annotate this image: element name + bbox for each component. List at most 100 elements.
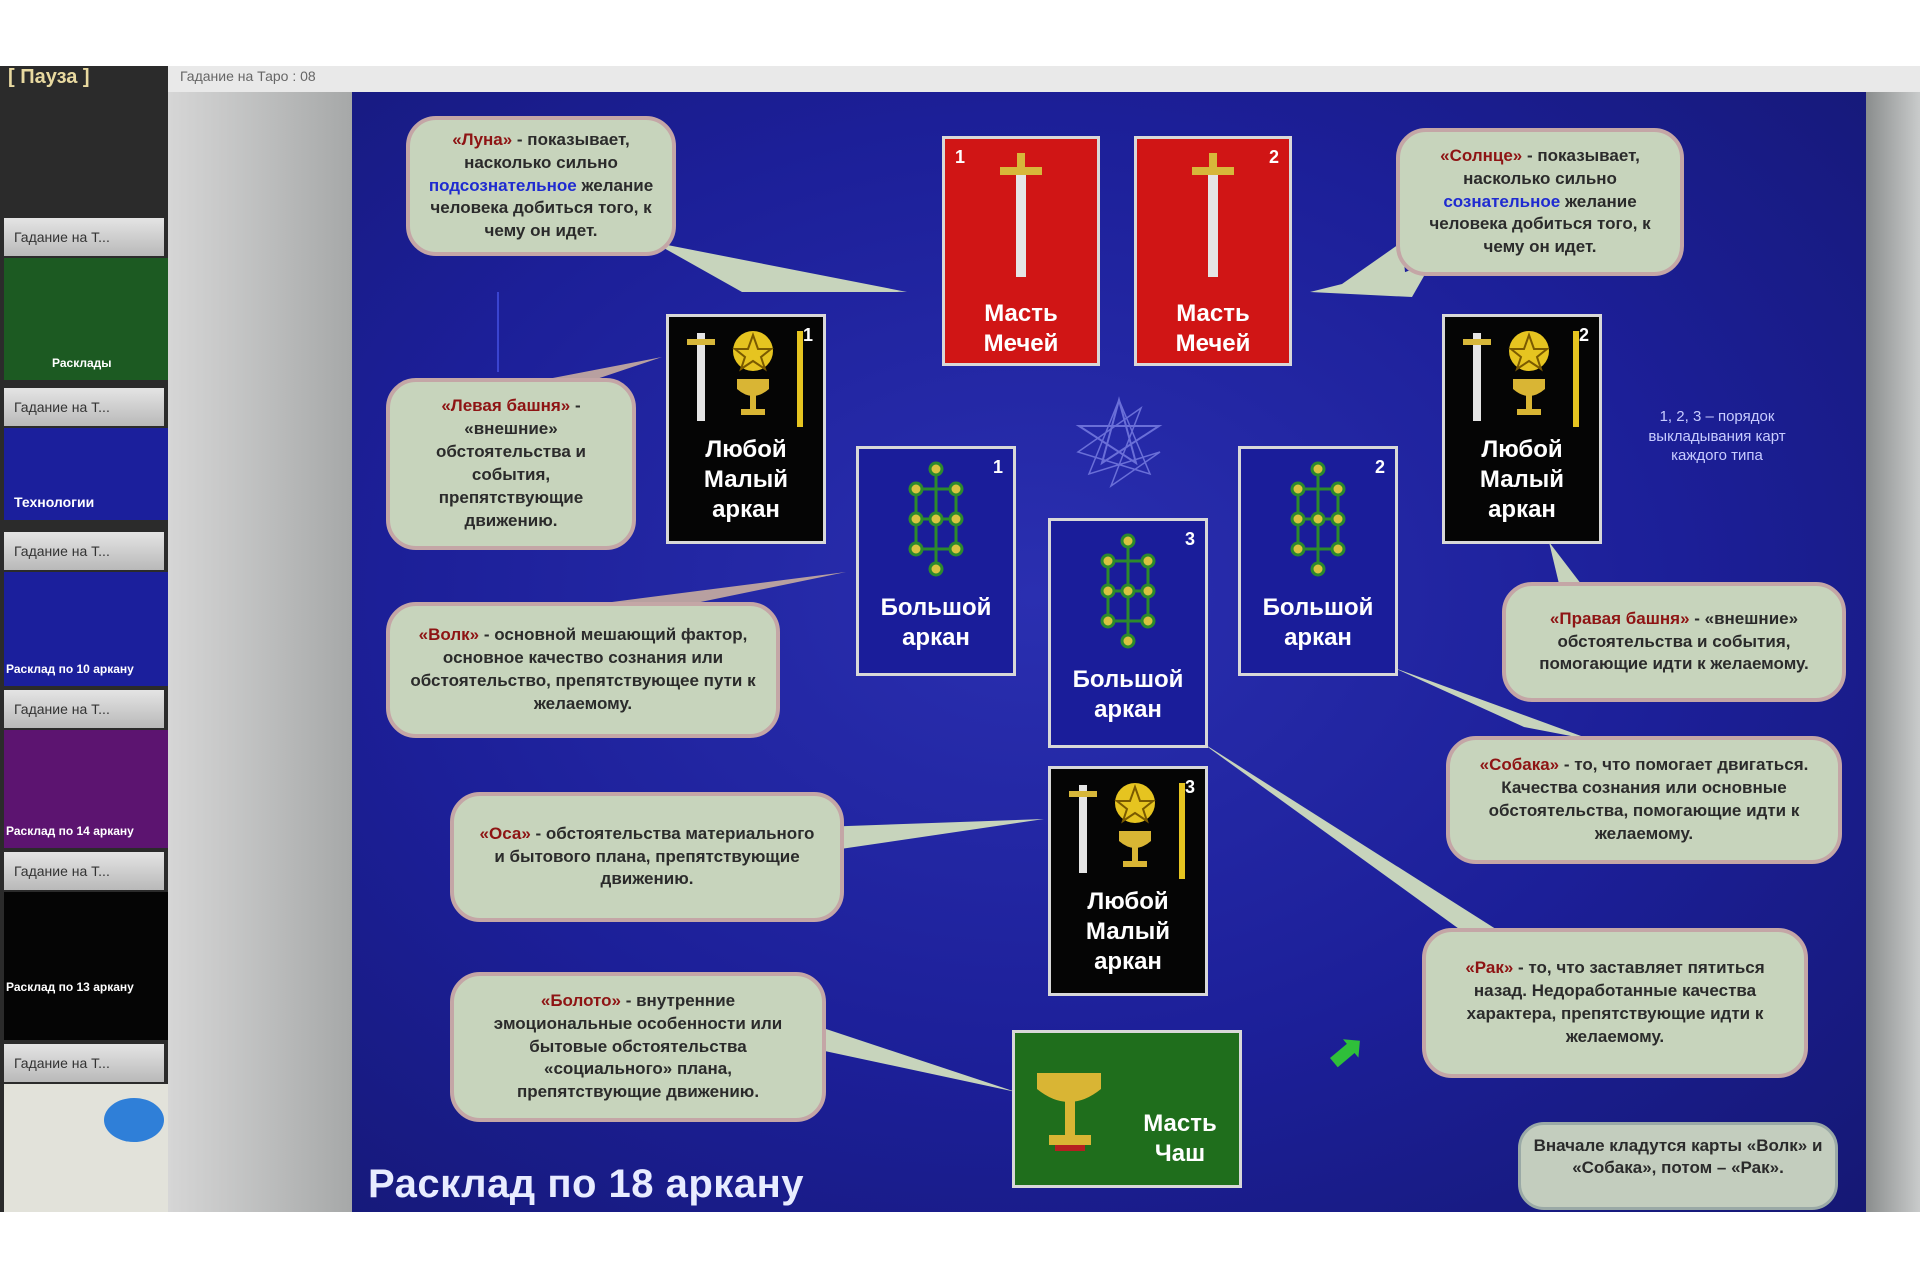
bubble-text: - основной мешающий фактор, основное кач… — [410, 625, 756, 713]
sword-icon — [697, 333, 705, 421]
pointer-sun — [1310, 242, 1407, 292]
bubble-right-tower: «Правая башня» - «внешние» обстоятельств… — [1502, 582, 1846, 702]
bubble-sun: «Солнце» - показывает, насколько сильно … — [1396, 128, 1684, 276]
slide-title: Расклад по 18 аркану — [368, 1162, 804, 1206]
thumbnail-5[interactable]: Расклад по 13 аркану — [4, 892, 168, 1040]
thumbnail-caption: Расклады — [52, 356, 112, 370]
thumbnail-tab-5[interactable]: Гадание на Т... — [4, 852, 164, 890]
pointer-dog — [1392, 667, 1592, 740]
slide-margin-left — [168, 92, 352, 1212]
thumbnail-tab-1[interactable]: Гадание на Т... — [4, 218, 164, 256]
pointer-swamp — [820, 1027, 1016, 1092]
bubble-highlight: подсознательное — [428, 175, 577, 195]
seven-point-star-icon — [1075, 396, 1163, 489]
thumbnail-caption: Технологии — [14, 494, 95, 510]
tree-of-life-icon — [1290, 461, 1346, 577]
thumbnail-blue-shape — [104, 1098, 164, 1142]
pointer-wasp — [820, 819, 1044, 852]
minor-suits-icon — [1069, 783, 1185, 879]
card-number: 2 — [1374, 457, 1385, 477]
thumbnail-tab-6[interactable]: Гадание на Т... — [4, 1044, 164, 1082]
bubble-text: - показывает, насколько сильно — [464, 129, 630, 172]
bubble-key: «Болото» — [540, 990, 621, 1010]
bottom-note: Вначале кладутся карты «Волк» и «Собака»… — [1518, 1122, 1838, 1210]
minor-suits-icon — [687, 331, 803, 427]
cup-icon — [737, 379, 769, 396]
card-number: 2 — [1578, 325, 1589, 345]
thumbnail-caption: Расклад по 14 аркану — [6, 824, 134, 838]
cursor-icon — [1330, 1039, 1360, 1068]
window-title: Гадание на Таро : 08 — [180, 68, 316, 84]
bubble-key: «Оса» — [479, 823, 531, 843]
sword-icon — [1192, 153, 1234, 277]
tree-of-life-icon — [1100, 533, 1156, 649]
bubble-key: «Собака» — [1479, 755, 1560, 775]
bubble-key: «Солнце» — [1440, 145, 1523, 165]
pointer-crab — [1198, 740, 1532, 952]
thumbnail-tab-2[interactable]: Гадание на Т... — [4, 388, 164, 426]
title-bar — [168, 66, 1920, 92]
slide-margin-right — [1866, 92, 1920, 1212]
bubble-text: - обстоятельства материального и бытовог… — [494, 823, 815, 889]
bubble-text: - показывает, насколько сильно — [1463, 145, 1640, 188]
bubble-key: «Волк» — [418, 625, 480, 645]
bubble-swamp: «Болото» - внутренние эмоциональные особ… — [450, 972, 826, 1122]
sword-icon — [1000, 153, 1042, 277]
cup-icon — [1037, 1073, 1101, 1151]
bubble-text: желание человека добиться того, к чему о… — [430, 175, 654, 241]
bubble-left-tower: «Левая башня» - «внешние» обстоятельства… — [386, 378, 636, 550]
card-number: 3 — [1184, 777, 1195, 797]
card-number: 2 — [1268, 147, 1279, 167]
pause-label[interactable]: [ Пауза ] — [8, 66, 90, 88]
minor-suits-icon — [1463, 331, 1579, 427]
thumbnail-caption: Расклад по 13 аркану — [6, 980, 134, 994]
bubble-key: «Правая башня» — [1549, 608, 1690, 628]
tree-of-life-icon — [908, 461, 964, 577]
card-number: 1 — [955, 147, 966, 167]
bubble-key: «Луна» — [452, 129, 513, 149]
bubble-text: - то, что заставляет пятиться назад. Нед… — [1466, 958, 1765, 1046]
card-number: 1 — [992, 457, 1003, 477]
presentation-slide: «Луна» - показывает, насколько сильно по… — [352, 92, 1866, 1212]
thumbnail-4[interactable]: Расклад по 14 аркану — [4, 730, 168, 848]
card-number: 3 — [1184, 529, 1195, 549]
bubble-text: - «внешние» обстоятельства и события, пр… — [436, 396, 586, 530]
bubble-highlight: сознательное — [1443, 191, 1561, 211]
thumbnail-tab-4[interactable]: Гадание на Т... — [4, 690, 164, 728]
card-number: 1 — [802, 325, 813, 345]
thumbnail-1[interactable]: Расклады — [4, 258, 168, 380]
bubble-key: «Рак» — [1465, 958, 1514, 978]
bubble-dog: «Собака» - то, что помогает двигаться. К… — [1446, 736, 1842, 864]
thumbnail-6[interactable] — [4, 1084, 168, 1212]
bubble-crab: «Рак» - то, что заставляет пятиться наза… — [1422, 928, 1808, 1078]
bubble-key: «Левая башня» — [441, 396, 571, 416]
pointer-moon — [662, 247, 904, 292]
bubble-text: желание человека добиться того, к чему о… — [1429, 191, 1651, 257]
thumbnail-2[interactable]: Технологии — [4, 428, 168, 520]
order-note: 1, 2, 3 – порядок выкладывания карт кажд… — [1648, 408, 1786, 464]
bubble-moon: «Луна» - показывает, насколько сильно по… — [406, 116, 676, 256]
thumbnail-tab-3[interactable]: Гадание на Т... — [4, 532, 164, 570]
wand-icon — [797, 331, 803, 427]
bubble-wasp: «Оса» - обстоятельства материального и б… — [450, 792, 844, 922]
thumbnail-3[interactable]: Расклад по 10 аркану — [4, 572, 168, 686]
bubble-wolf: «Волк» - основной мешающий фактор, основ… — [386, 602, 780, 738]
thumbnail-caption: Расклад по 10 аркану — [6, 662, 134, 676]
